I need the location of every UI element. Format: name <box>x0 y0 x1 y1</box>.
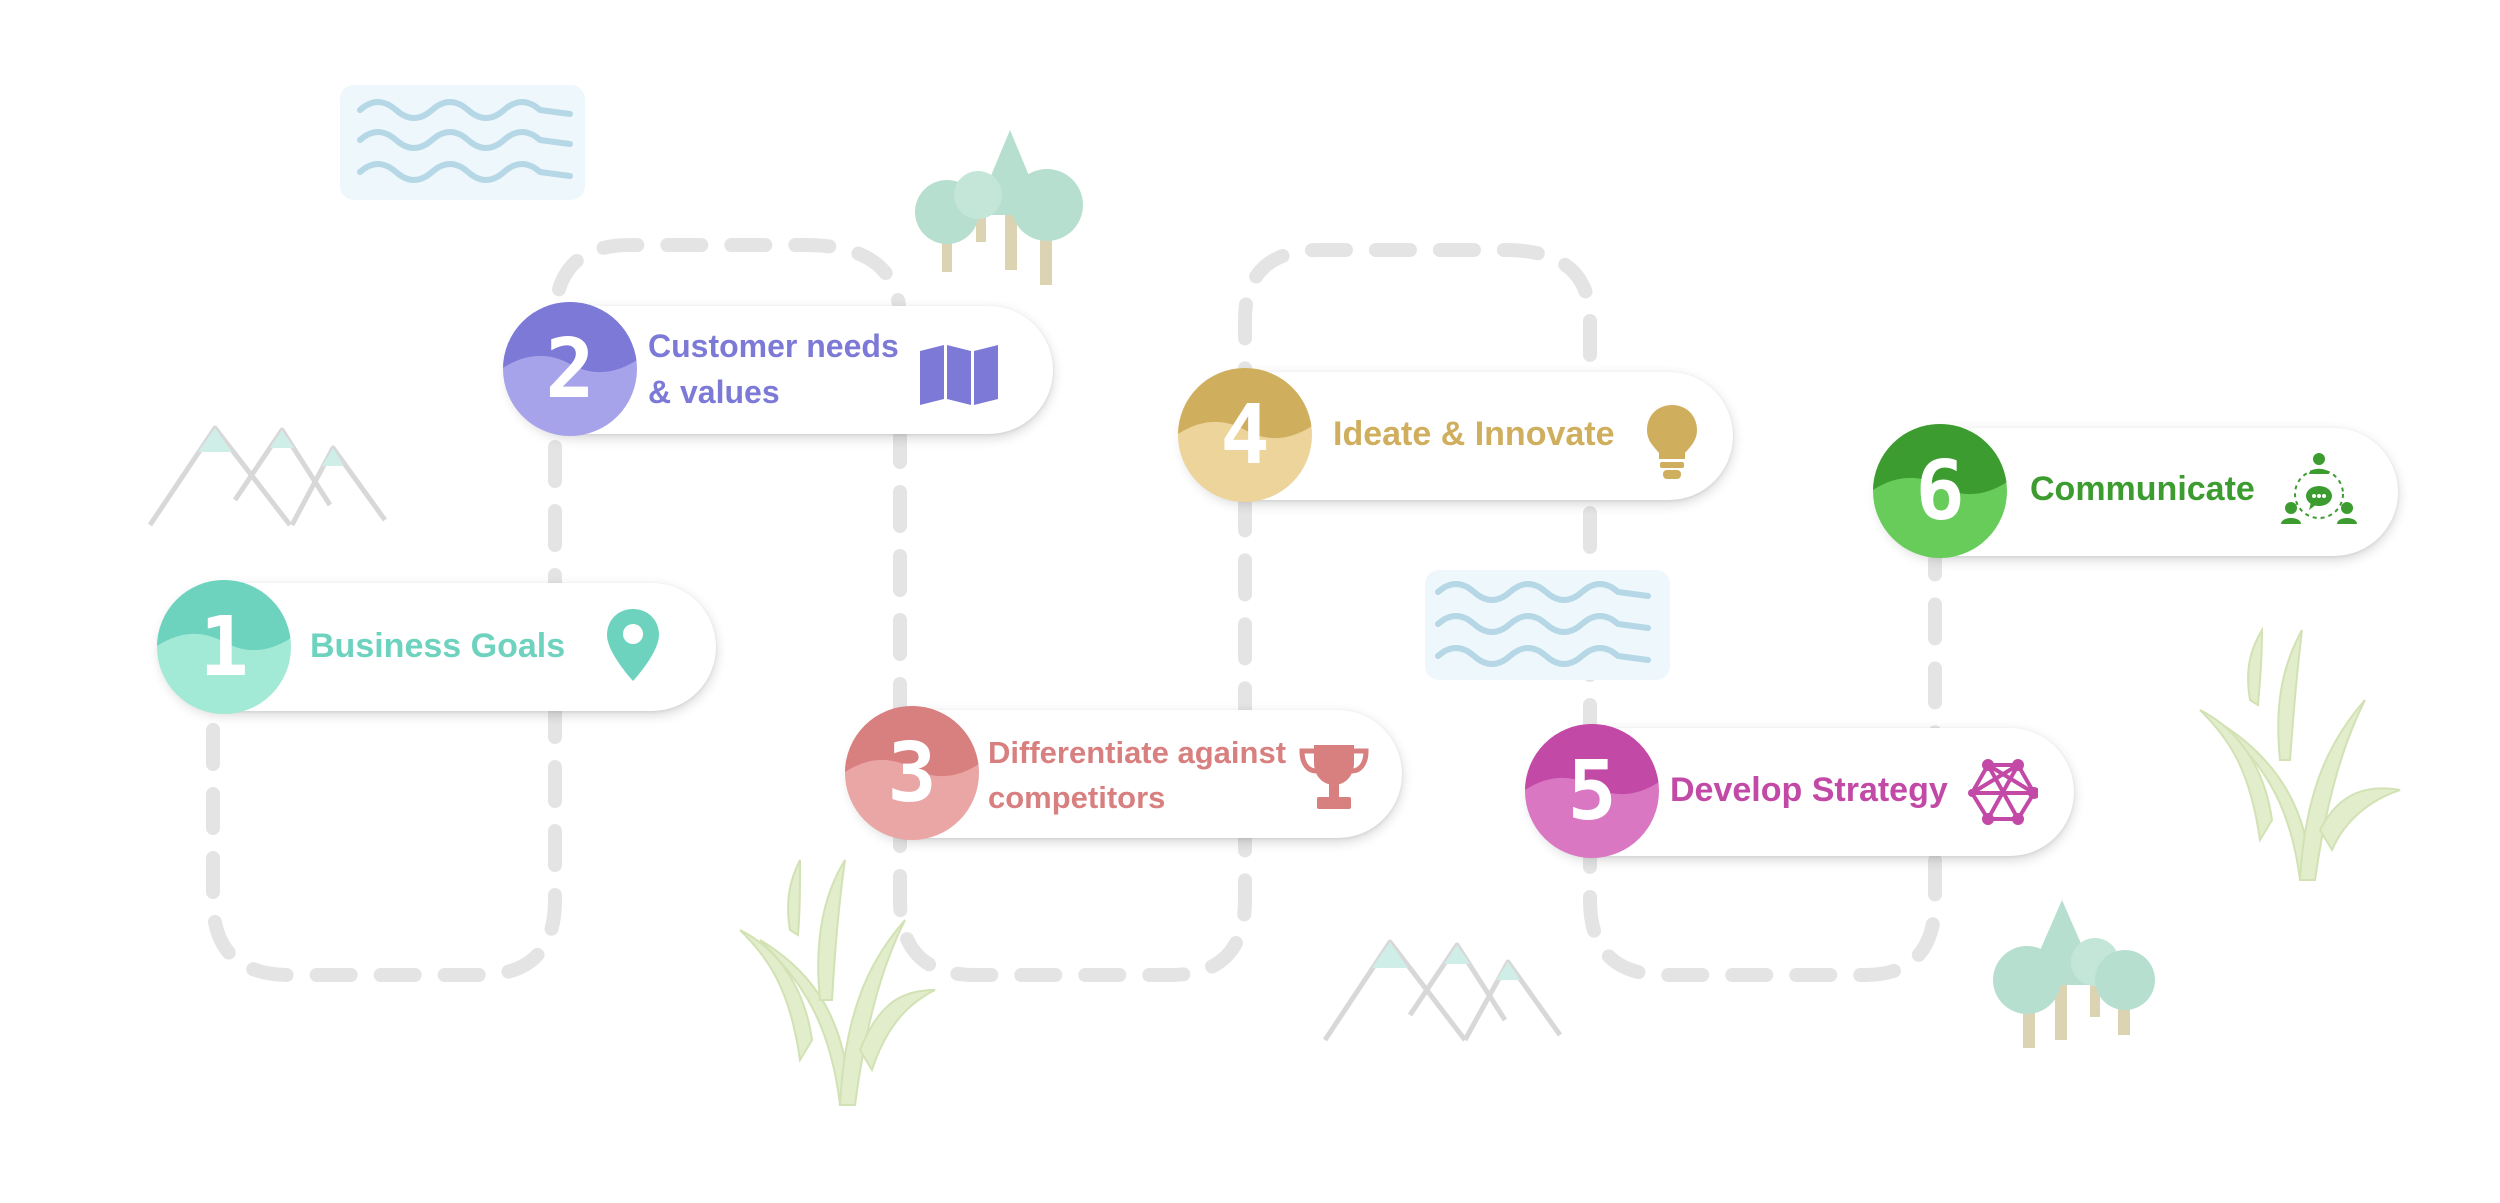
step-6-badge: 6 <box>1873 424 2007 558</box>
trophy-icon <box>1297 743 1371 816</box>
step-1-label: Business Goals <box>310 627 566 665</box>
step-4-label: Ideate & Innovate <box>1333 415 1615 453</box>
team-chat-icon <box>2281 452 2357 533</box>
location-pin-icon <box>605 607 661 688</box>
water-waves-decoration <box>1425 570 1670 680</box>
grass-decoration <box>2199 626 2401 881</box>
grass-decoration <box>739 859 936 1106</box>
step-5-label: Develop Strategy <box>1670 771 1948 809</box>
step-3-badge: 3 <box>845 706 979 840</box>
trees-decoration <box>1993 900 2155 1048</box>
step-4-badge: 4 <box>1178 368 1312 502</box>
step-2-badge: 2 <box>503 302 637 436</box>
lightbulb-icon <box>1645 403 1699 486</box>
mountains-decoration <box>147 425 388 527</box>
step-5-number: 5 <box>1567 743 1617 839</box>
step-4-number: 4 <box>1220 387 1270 483</box>
map-icon <box>918 343 1000 410</box>
step-5-badge: 5 <box>1525 724 1659 858</box>
step-2-label-line2: & values <box>648 374 780 410</box>
network-icon <box>1968 757 2040 832</box>
dashed-road-path <box>206 238 1942 982</box>
step-3-number: 3 <box>887 725 937 821</box>
step-6-label: Communicate <box>2030 470 2255 508</box>
step-1-number: 1 <box>199 599 249 695</box>
step-3-label-line1: Differentiate against <box>988 735 1287 770</box>
step-3-label-line2: competitors <box>988 780 1166 815</box>
step-2-label-line1: Customer needs <box>648 328 899 364</box>
step-1-badge: 1 <box>157 580 291 714</box>
step-2-number: 2 <box>545 321 595 417</box>
trees-decoration <box>915 130 1083 285</box>
mountains-decoration <box>1322 939 1563 1042</box>
water-waves-decoration <box>340 85 585 200</box>
step-6-number: 6 <box>1915 443 1965 539</box>
